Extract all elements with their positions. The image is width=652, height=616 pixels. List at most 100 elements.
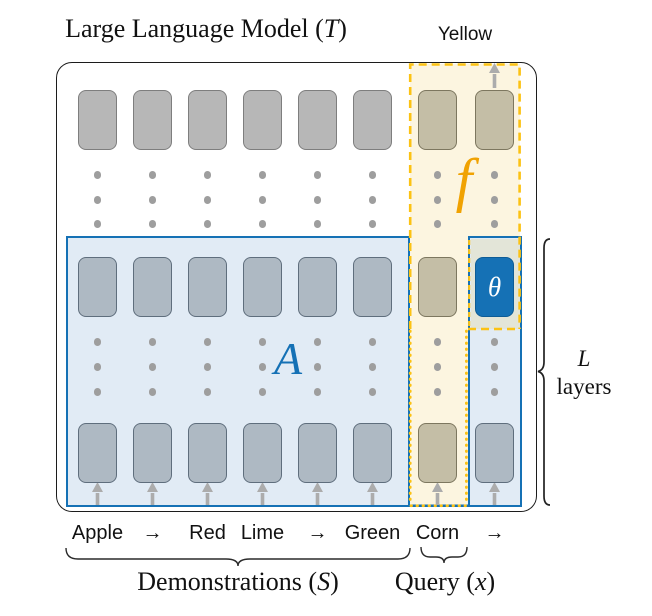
ellipsis-dot <box>93 196 102 204</box>
demonstrations-brace <box>65 547 411 567</box>
hidden-state-token <box>243 90 282 150</box>
figure-title: Large Language Model (T) <box>54 14 358 44</box>
demonstrations-close-paren: ) <box>330 567 339 596</box>
ellipsis-dot <box>313 196 322 204</box>
hidden-state-token <box>243 423 282 483</box>
query-close-paren: ) <box>486 567 496 596</box>
hidden-state-token <box>78 423 117 483</box>
input-token-label: Green <box>344 522 401 544</box>
query-label: Query (x) <box>345 567 545 597</box>
ellipsis-dot <box>203 196 212 204</box>
ellipsis-dot <box>148 388 157 396</box>
hidden-state-token <box>188 257 227 317</box>
hidden-state-token <box>133 90 172 150</box>
hidden-state-token <box>133 423 172 483</box>
input-token-label: Apple <box>71 522 124 544</box>
output-word-label: Yellow <box>437 24 493 45</box>
ellipsis-dot <box>203 220 212 228</box>
ellipsis-dot <box>93 338 102 346</box>
title-variable: T <box>323 14 339 43</box>
ellipsis-dot <box>313 220 322 228</box>
ellipsis-dot <box>313 338 322 346</box>
demonstrations-label: Demonstrations (S) <box>88 567 388 597</box>
ellipsis-dot <box>433 363 442 371</box>
ellipsis-dot <box>203 171 212 179</box>
ellipsis-dot <box>93 363 102 371</box>
layers-count-variable: L <box>577 346 591 371</box>
ellipsis-dot <box>148 220 157 228</box>
ellipsis-dot <box>258 388 267 396</box>
ellipsis-dot <box>148 338 157 346</box>
ellipsis-dot <box>368 363 377 371</box>
ellipsis-dot <box>368 196 377 204</box>
attention-label: A <box>273 333 303 384</box>
title-close-paren: ) <box>338 14 347 43</box>
theta-token: θ <box>475 257 514 317</box>
ellipsis-dot <box>433 220 442 228</box>
ellipsis-dot <box>258 196 267 204</box>
ellipsis-dot <box>148 363 157 371</box>
demonstrations-variable: S <box>317 567 331 596</box>
ellipsis-dot <box>368 338 377 346</box>
hidden-state-token <box>475 90 514 150</box>
ellipsis-dot <box>258 171 267 179</box>
ellipsis-dot <box>203 388 212 396</box>
hidden-state-token <box>78 90 117 150</box>
ellipsis-dot <box>313 171 322 179</box>
query-brace <box>420 546 468 564</box>
query-text: Query ( <box>394 567 475 596</box>
hidden-state-token <box>78 257 117 317</box>
ellipsis-dot <box>148 171 157 179</box>
theta-glyph: θ <box>487 271 502 302</box>
ellipsis-dot <box>368 171 377 179</box>
ellipsis-dot <box>490 363 499 371</box>
hidden-state-token <box>353 423 392 483</box>
ellipsis-dot <box>93 220 102 228</box>
hidden-state-token <box>418 90 457 150</box>
hidden-state-token <box>243 257 282 317</box>
ellipsis-dot <box>490 388 499 396</box>
ellipsis-dot <box>258 220 267 228</box>
ellipsis-dot <box>433 171 442 179</box>
hidden-state-token <box>298 90 337 150</box>
ellipsis-dot <box>490 171 499 179</box>
query-variable: x <box>474 567 487 596</box>
input-token-label: → <box>142 522 163 544</box>
input-token-label: → <box>307 522 328 544</box>
ellipsis-dot <box>203 338 212 346</box>
hidden-state-token <box>475 423 514 483</box>
ellipsis-dot <box>433 196 442 204</box>
hidden-state-token <box>353 90 392 150</box>
ellipsis-dot <box>313 388 322 396</box>
ellipsis-dot <box>490 196 499 204</box>
hidden-state-token <box>418 423 457 483</box>
title-text: Large Language Model ( <box>65 14 324 43</box>
ellipsis-dot <box>93 171 102 179</box>
ellipsis-dot <box>368 388 377 396</box>
hidden-state-token <box>298 257 337 317</box>
hidden-state-token <box>298 423 337 483</box>
ellipsis-dot <box>203 363 212 371</box>
ellipsis-dot <box>433 338 442 346</box>
layers-word: layers <box>556 374 612 399</box>
input-token-label: Red <box>189 522 226 544</box>
ellipsis-dot <box>313 363 322 371</box>
ellipsis-dot <box>433 388 442 396</box>
demonstrations-text: Demonstrations ( <box>137 567 318 596</box>
function-label: f <box>455 147 473 213</box>
layers-bracket <box>537 238 551 506</box>
ellipsis-dot <box>93 388 102 396</box>
ellipsis-dot <box>490 338 499 346</box>
ellipsis-dot <box>368 220 377 228</box>
input-token-label: Corn <box>415 522 460 544</box>
ellipsis-dot <box>490 220 499 228</box>
ellipsis-dot <box>258 338 267 346</box>
hidden-state-token <box>188 90 227 150</box>
hidden-state-token <box>418 257 457 317</box>
hidden-state-token <box>188 423 227 483</box>
input-token-label: → <box>484 522 505 544</box>
hidden-state-token <box>133 257 172 317</box>
ellipsis-dot <box>258 363 267 371</box>
hidden-state-token <box>353 257 392 317</box>
